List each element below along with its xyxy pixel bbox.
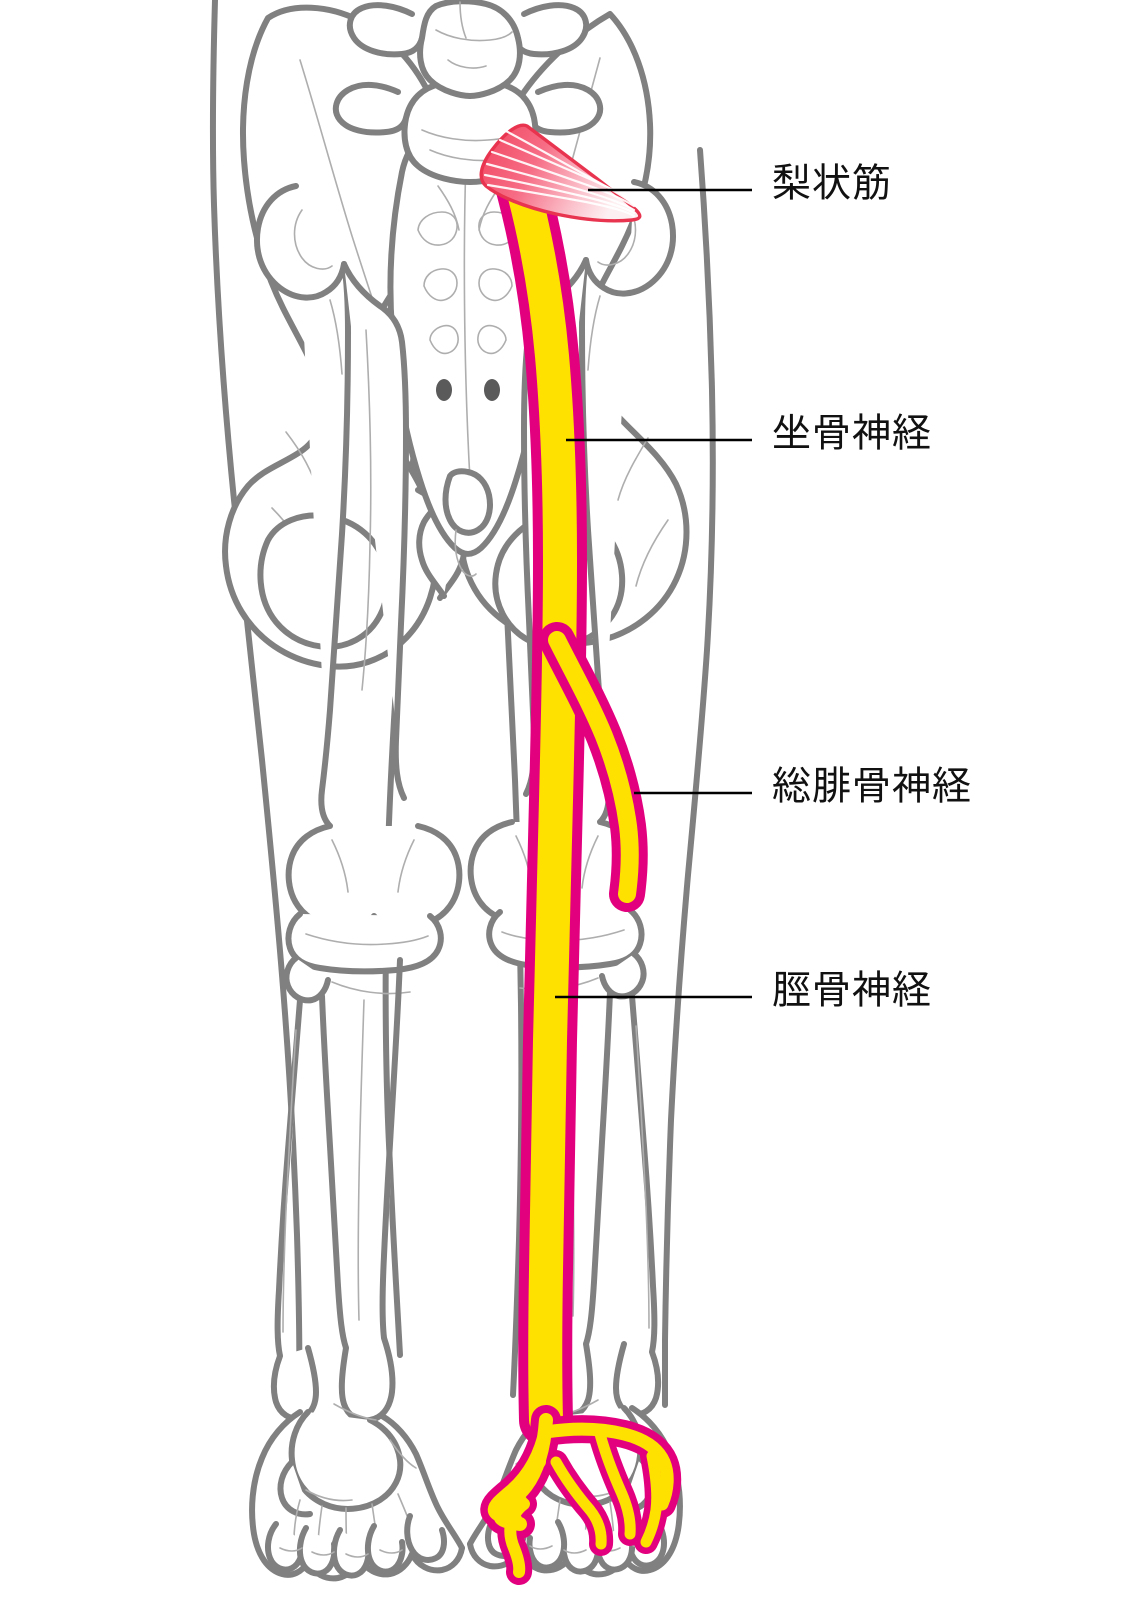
common-peroneal-nerve-core	[548, 631, 639, 903]
knee-group	[283, 819, 647, 1004]
toe-left-3	[330, 1527, 372, 1579]
label-tibial-nerve: 脛骨神経	[772, 969, 932, 1014]
sciatic-nerve-core	[503, 161, 577, 1437]
tibia-left	[379, 957, 403, 1341]
talus-left	[288, 1409, 404, 1512]
foot-nerve-branches	[480, 1405, 682, 1585]
labels-group: 梨状筋 坐骨神経 総腓骨神経 脛骨神経	[772, 162, 972, 1014]
fibula-right	[629, 993, 658, 1355]
tibial-plateau-left	[285, 911, 444, 975]
lumbar-vertebra-upper	[346, 2, 425, 58]
lumbar-vertebra-lower	[332, 82, 409, 136]
leader-lines	[555, 188, 752, 999]
foot-left-group	[249, 1403, 465, 1582]
toe-right-4	[526, 1519, 568, 1571]
femur-left	[254, 183, 351, 829]
coccyx	[442, 468, 493, 536]
knee-left	[285, 823, 463, 931]
label-common-peroneal-nerve: 総腓骨神経	[772, 765, 972, 810]
piriformis-muscle	[479, 123, 642, 223]
toe-left-4	[364, 1523, 406, 1575]
label-piriformis: 梨状筋	[772, 162, 892, 207]
label-sciatic-nerve: 坐骨神経	[772, 412, 932, 457]
fibular-head-left	[283, 955, 331, 1004]
toe-left-5	[404, 1513, 447, 1563]
lower-leg-bone-group	[270, 953, 662, 1424]
nerve-group	[480, 151, 682, 1585]
